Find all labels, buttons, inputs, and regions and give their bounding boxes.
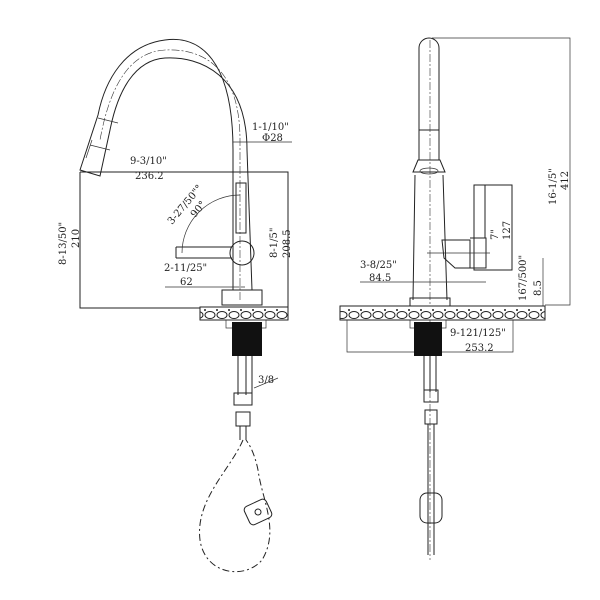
front-handle [473,184,513,271]
label-base-thickness-in: 167/500" [518,255,529,301]
label-spout-reach-in: 9-3/10" [130,156,167,167]
label-handle-offset-mm: 84.5 [369,273,391,284]
side-hose-stub [239,426,247,440]
label-deck-plate-in: 9-121/125" [450,328,506,339]
label-handle-height-mm: 208.5 [282,229,293,258]
side-handle-ball [229,240,255,266]
side-centerline [99,49,241,300]
label-base-thickness-mm: 8.5 [533,280,544,296]
side-supply-lines [237,356,253,395]
front-sprayhead [412,159,446,173]
front-hose-weight [419,492,443,524]
front-aerator [419,167,439,175]
label-neck-diameter-mm: Φ28 [262,133,283,144]
label-handle-height-in: 8-1/5" [269,228,280,258]
dim-line-total-height [432,37,571,306]
label-deck-plate-mm: 253.2 [465,343,494,354]
front-hose [427,424,435,555]
side-base [221,289,263,306]
side-view: 9-3/10" 236.2 1-1/10" Φ28 8-13/50" 210 3… [58,38,293,573]
leader-3-8 [253,377,279,389]
label-handle-length-in: 2-11/25" [164,263,207,274]
label-total-height-mm: 412 [560,171,571,190]
side-handle-lever [235,182,247,234]
front-mount-nut [414,322,442,356]
label-spout-height-mm: 210 [71,229,82,248]
label-spout-reach-mm: 236.2 [135,171,164,182]
side-fitting-2 [235,411,251,427]
front-countertop [339,305,546,321]
side-dimension-box [79,171,289,309]
label-handle-height-in: 7" [490,229,501,240]
side-fitting-1 [233,392,253,406]
hose-loop [199,439,271,573]
side-gooseneck [79,38,253,291]
label-handle-height-mm-front: 127 [502,221,513,240]
side-countertop [199,306,289,321]
label-total-height-in: 16-1/5" [548,168,559,205]
label-spout-height-in: 8-13/50" [58,222,69,265]
label-handle-offset-in: 3-8/25" [360,260,397,271]
handle-swing-arc [181,194,241,254]
label-handle-length-mm: 62 [180,277,193,288]
side-mount-nut [232,322,262,356]
front-view: 16-1/5" 412 7" 127 3-8/25" 84.5 167/500"… [339,37,571,560]
front-supply-lines [423,356,437,392]
label-hose-connection: 3/8 [258,375,274,386]
front-spout [418,37,440,160]
front-handle-hub [441,239,471,269]
label-neck-diameter-in: 1-1/10" [252,122,289,133]
front-body [412,174,448,301]
front-fitting-2 [424,409,438,425]
side-handle-arm [175,246,232,259]
front-fitting-1 [423,389,439,403]
sprayhead-lines [85,117,119,159]
hose-weight [243,498,273,526]
